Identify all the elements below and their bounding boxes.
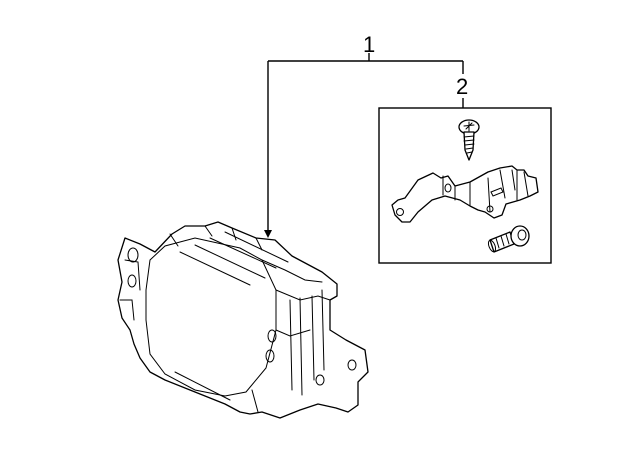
fog-lamp-assembly-icon bbox=[117, 221, 369, 419]
bolt-icon bbox=[487, 225, 530, 253]
callout-1-leader bbox=[264, 53, 463, 238]
bracket-icon bbox=[391, 165, 539, 223]
screw-icon bbox=[458, 119, 480, 161]
bracket-kit-box bbox=[378, 107, 552, 264]
callout-1-label: 1 bbox=[363, 32, 375, 57]
callout-2-label: 2 bbox=[456, 74, 468, 99]
